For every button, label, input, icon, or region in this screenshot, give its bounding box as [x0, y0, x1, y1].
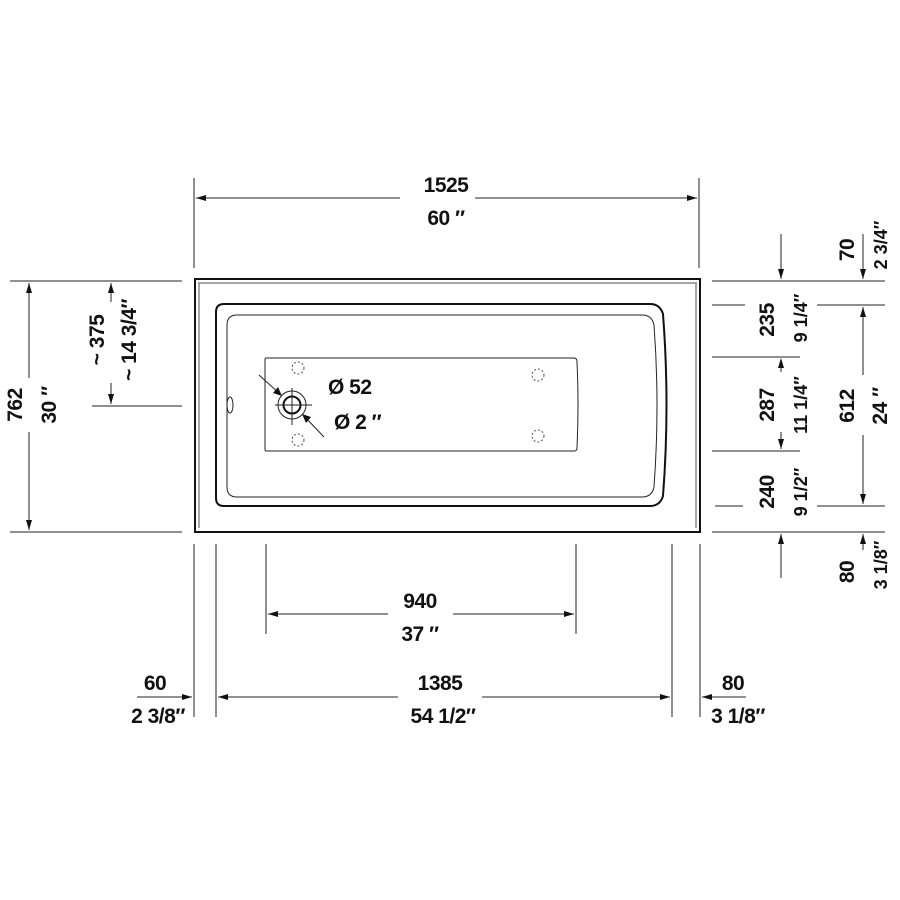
interior-depth-in-label: 24 ″ — [869, 387, 892, 425]
drain-icon — [258, 374, 325, 438]
interior-length-mm-label: 1385 — [418, 672, 464, 695]
platform-depth-mm-label: 287 — [756, 388, 779, 422]
drain-offset-in-label: ~ 14 3/4″ — [118, 299, 141, 381]
width-in-label: 60 ″ — [427, 207, 465, 230]
right-rim-in-label: 3 1/8″ — [711, 705, 765, 728]
mounting-point-icons — [291, 361, 545, 447]
platform-depth-in-label: 11 1/4″ — [791, 376, 811, 434]
platform-length-in-label: 37 ″ — [401, 623, 439, 646]
top-to-platform-in-label: 9 1/4″ — [791, 293, 811, 342]
rim-bottom-mm-label: 80 — [836, 561, 859, 583]
dimension-drain-diameter: Ø 52 Ø 2 ″ — [328, 376, 382, 434]
dimension-overall-width: 1525 60 ″ — [193, 174, 700, 268]
dimension-bottom-stack: 940 37 ″ 60 2 3/8″ 1385 54 1/2″ 80 3 1/8… — [131, 544, 766, 728]
depth-mm-label: 762 — [4, 388, 27, 422]
rim-top-in-label: 2 3/4″ — [871, 220, 891, 269]
dimension-drain-offset: ~ 375 ~ 14 3/4″ — [86, 283, 182, 407]
left-rim-in-label: 2 3/8″ — [131, 705, 185, 728]
dimension-overall-depth: 762 30 ″ — [4, 280, 182, 533]
platform-to-bottom-in-label: 9 1/2″ — [791, 467, 811, 516]
rim-bottom-in-label: 3 1/8″ — [871, 540, 891, 589]
drain-diameter-mm-label: Ø 52 — [328, 376, 372, 399]
drain-offset-mm-label: ~ 375 — [86, 314, 109, 365]
drain-diameter-in-label: Ø 2 ″ — [334, 411, 382, 434]
width-mm-label: 1525 — [424, 174, 470, 197]
platform-to-bottom-mm-label: 240 — [756, 475, 779, 509]
platform-length-mm-label: 940 — [403, 590, 437, 613]
dimension-right-stack: 70 2 3/4″ 235 9 1/4″ 287 11 1/4″ 240 9 1… — [712, 220, 892, 589]
right-rim-mm-label: 80 — [722, 672, 744, 695]
interior-depth-mm-label: 612 — [836, 389, 859, 423]
top-to-platform-mm-label: 235 — [756, 302, 779, 336]
depth-in-label: 30 ″ — [38, 386, 61, 424]
interior-length-in-label: 54 1/2″ — [411, 705, 476, 728]
left-rim-mm-label: 60 — [144, 672, 166, 695]
rim-top-mm-label: 70 — [836, 239, 859, 261]
tub-outline — [194, 278, 701, 533]
